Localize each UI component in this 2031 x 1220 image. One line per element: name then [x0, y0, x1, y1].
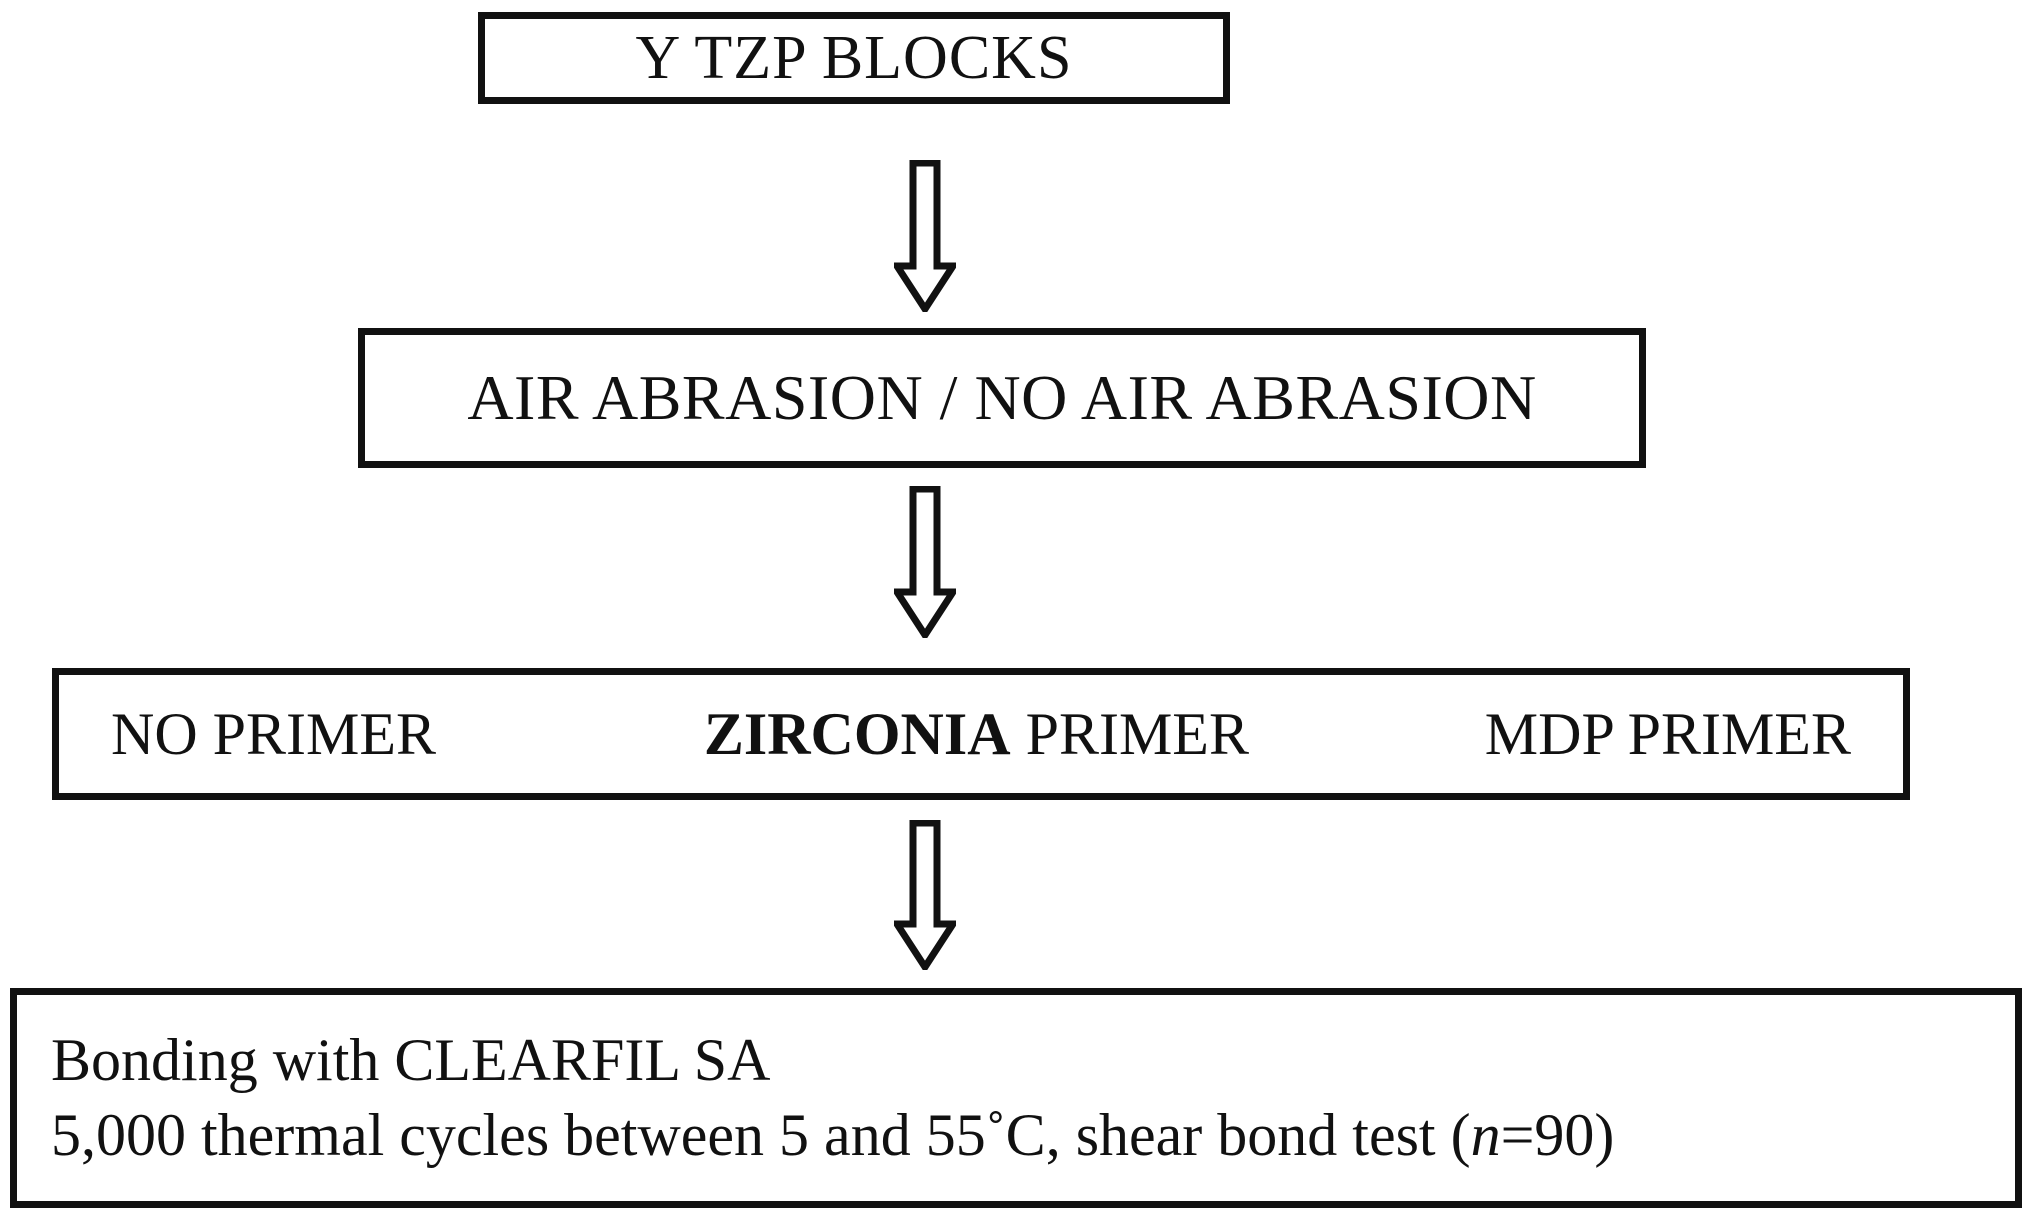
down-block-arrow-icon [894, 160, 956, 312]
flow-node-bonding-protocol: Bonding with CLEARFIL SA 5,000 thermal c… [10, 988, 2022, 1208]
down-block-arrow-icon [894, 486, 956, 638]
flow-node-label-y-tzp-blocks: Y TZP BLOCKS [635, 24, 1073, 92]
primer-option-zirconia-rest: PRIMER [1010, 701, 1249, 767]
primer-option-zirconia-emphasis: ZIRCONIA [703, 701, 1011, 767]
flow-node-y-tzp-blocks: Y TZP BLOCKS [478, 12, 1230, 104]
down-block-arrow-icon [894, 820, 956, 970]
bonding-protocol-line-2-suffix: =90) [1500, 1102, 1615, 1168]
bonding-protocol-lines: Bonding with CLEARFIL SA 5,000 thermal c… [51, 1029, 1614, 1167]
bonding-protocol-line-2-prefix: 5,000 thermal cycles between 5 and 55˚C,… [51, 1102, 1471, 1168]
bonding-protocol-line-2: 5,000 thermal cycles between 5 and 55˚C,… [51, 1104, 1614, 1167]
flow-node-air-abrasion: AIR ABRASION / NO AIR ABRASION [358, 328, 1646, 468]
primer-option-zirconia-primer: ZIRCONIA PRIMER [704, 704, 1249, 764]
bonding-protocol-sample-size-symbol: n [1470, 1102, 1501, 1168]
flow-node-primer-options: NO PRIMER ZIRCONIA PRIMER MDP PRIMER [52, 668, 1910, 800]
primer-option-mdp-primer: MDP PRIMER [1484, 701, 1851, 767]
flow-node-label-air-abrasion: AIR ABRASION / NO AIR ABRASION [467, 362, 1537, 433]
bonding-protocol-line-1: Bonding with CLEARFIL SA [51, 1027, 771, 1093]
primer-option-no-primer: NO PRIMER [111, 701, 437, 767]
